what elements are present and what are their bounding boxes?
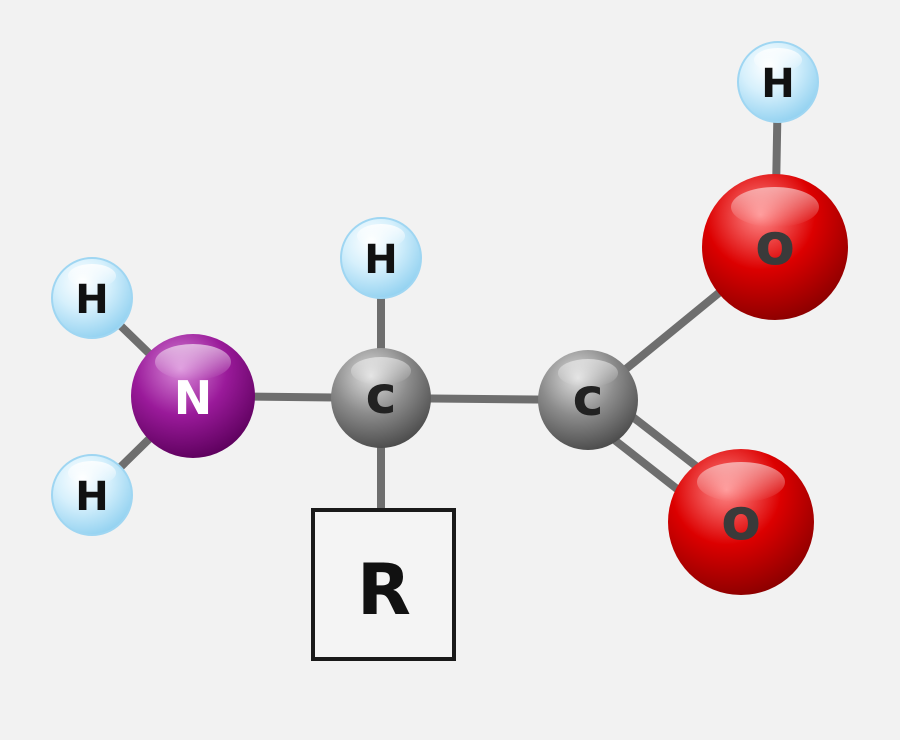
atom-c-carboxyl-label: c [573,368,604,428]
atom-o-carbonyl: o [668,449,814,595]
r-group-box: R [311,508,456,661]
atom-h-hydroxyl-label: H [761,61,794,107]
atom-n-label: N [174,371,213,425]
atom-h-alpha-label: H [364,237,397,283]
atom-o-hydroxyl: o [702,174,848,320]
atom-h-n-top: H [51,257,133,339]
atom-o-hydroxyl-label: o [755,210,795,278]
atom-n: N [131,334,255,458]
r-group-label: R [357,549,411,631]
atom-h-n-top-label: H [75,277,108,323]
atom-h-alpha: H [340,217,422,299]
atom-c-alpha: c [331,348,431,448]
atom-c-carboxyl: c [538,350,638,450]
atom-o-carbonyl-label: o [721,485,761,553]
atom-c-alpha-label: c [366,366,397,426]
atom-h-n-bottom: H [51,454,133,536]
atom-h-n-bottom-label: H [75,474,108,520]
atom-h-hydroxyl: H [737,41,819,123]
